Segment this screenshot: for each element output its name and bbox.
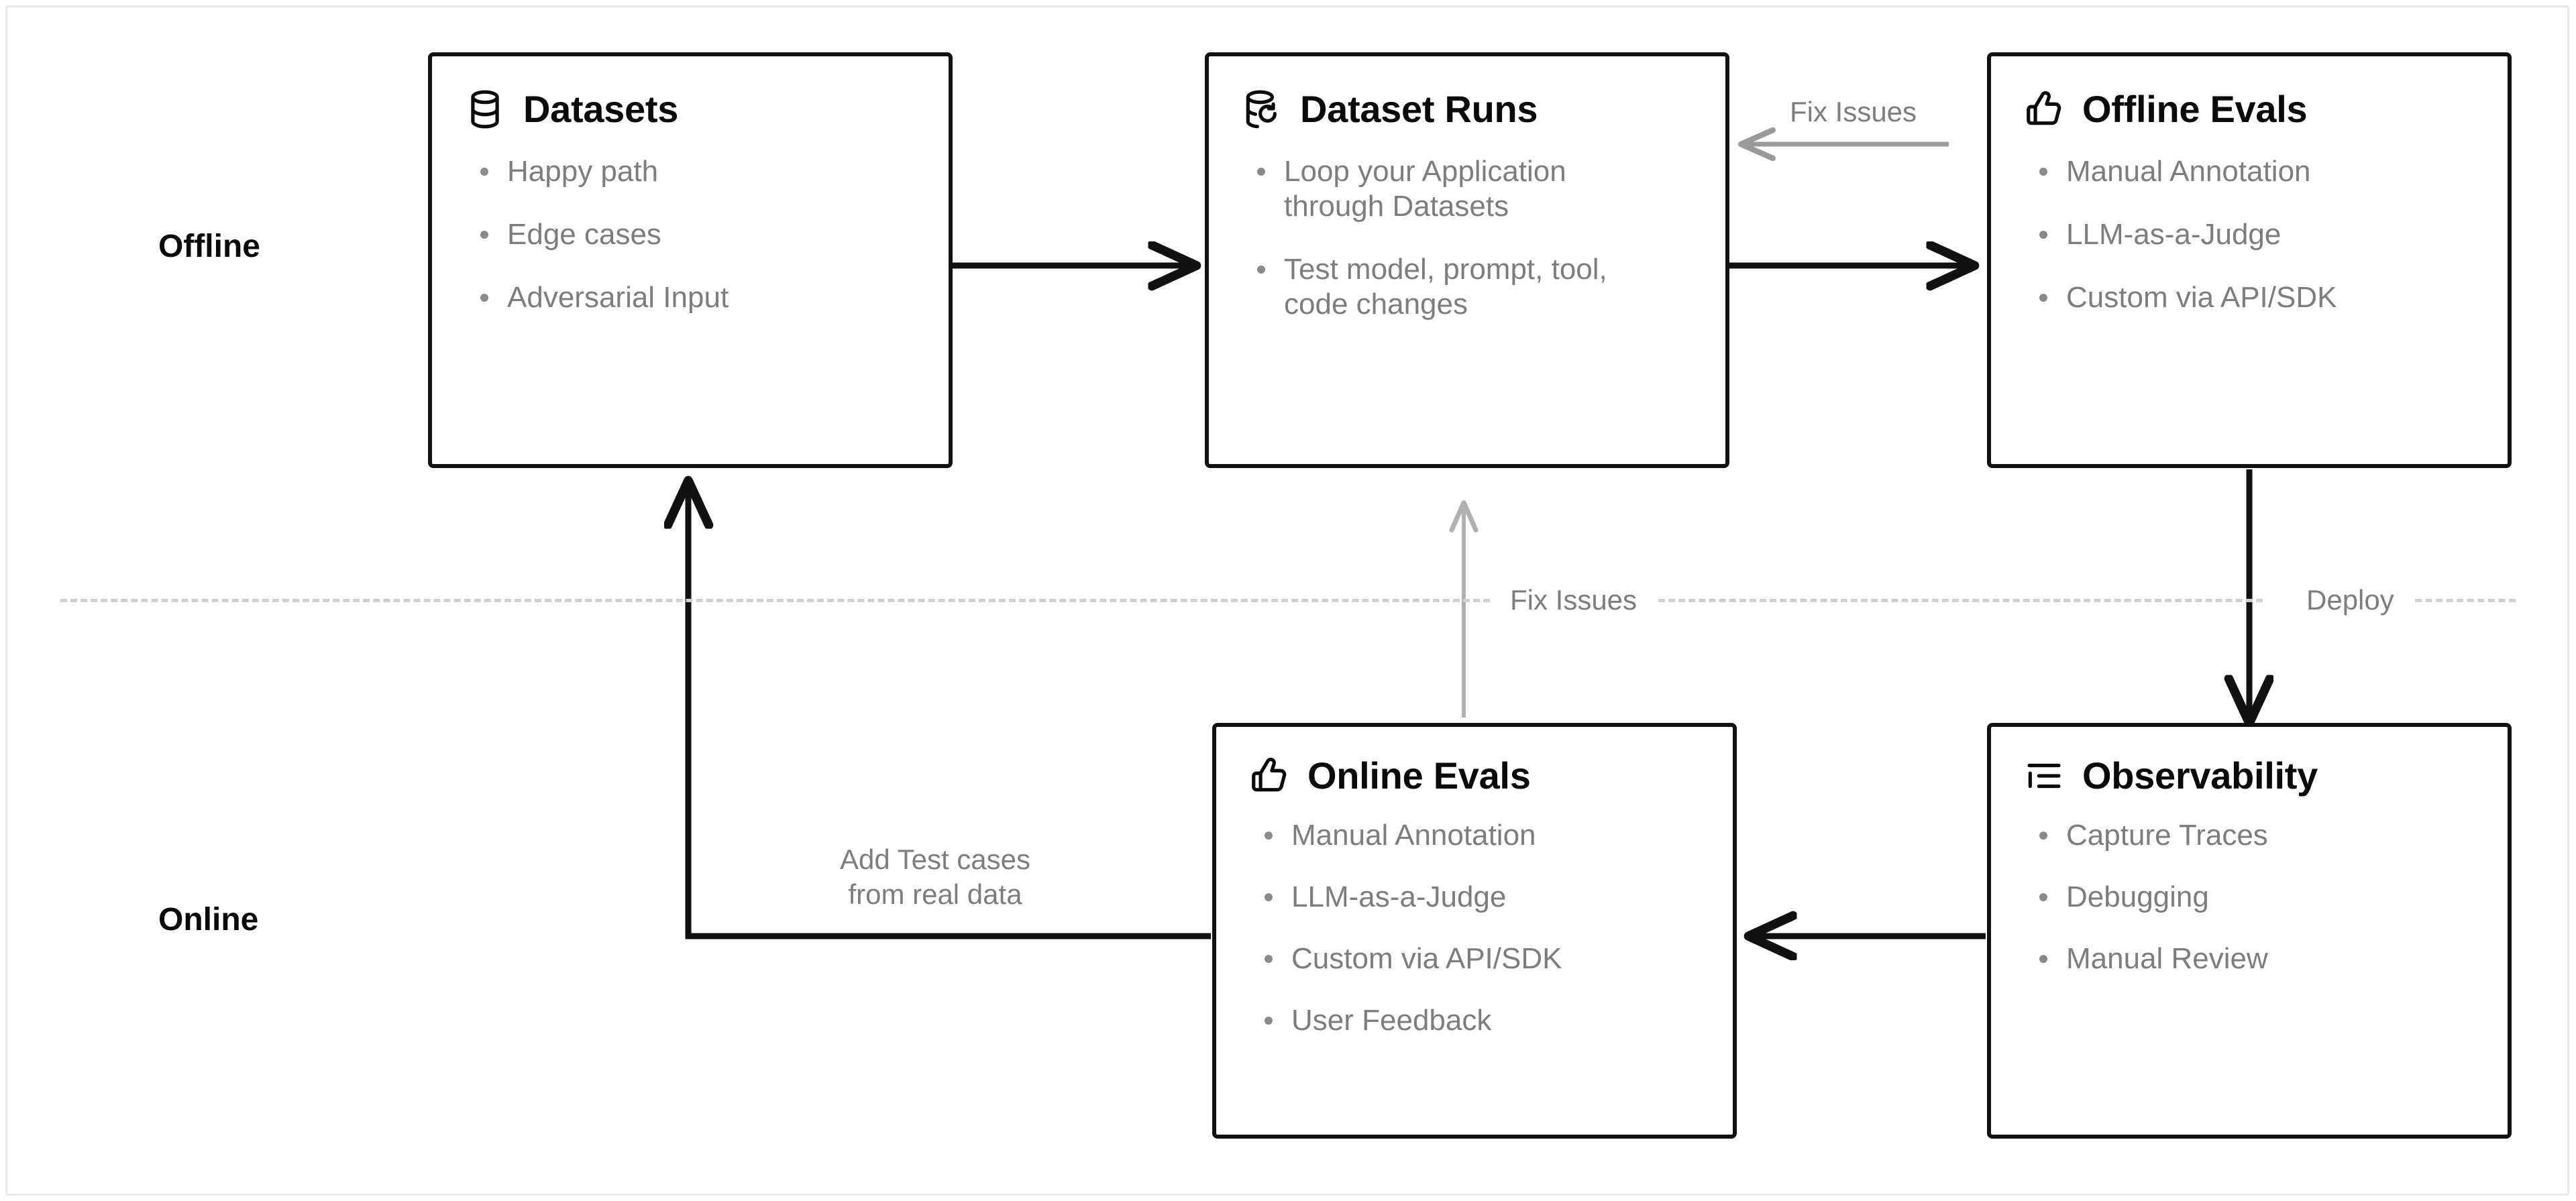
node-offline-evals-list: Manual Annotation LLM-as-a-Judge Custom …: [1991, 130, 2508, 315]
node-datasets-header: Datasets: [432, 56, 949, 130]
edge-label-add-test-cases-line1: Add Test cases: [839, 844, 1031, 875]
node-offline-evals[interactable]: Offline Evals Manual Annotation LLM-as-a…: [1987, 52, 2512, 468]
edge-label-add-test-cases-line2: from real data: [848, 878, 1022, 911]
thumbs-up-icon: [1248, 755, 1290, 797]
lane-label-offline: Offline: [158, 229, 260, 264]
node-dataset-runs-list: Loop your Application through Datasets T…: [1209, 130, 1725, 322]
list-item: Edge cases: [478, 217, 914, 252]
edge-label-fix-issues-middle: Fix Issues: [1501, 583, 1647, 618]
node-datasets[interactable]: Datasets Happy path Edge cases Adversari…: [428, 52, 953, 468]
list-item: Loop your Application through Datasets: [1254, 154, 1664, 224]
lane-divider-segment-mid: [1658, 599, 2263, 602]
lane-label-online: Online: [158, 902, 259, 937]
node-online-evals-title: Online Evals: [1307, 754, 1531, 797]
edge-label-add-test-cases: Add Test cases from real data: [814, 842, 1056, 913]
list-item: Manual Annotation: [1262, 818, 1698, 853]
lane-divider-segment-left: [60, 599, 1490, 602]
list-item: Manual Review: [2037, 941, 2473, 976]
list-item: Happy path: [478, 154, 914, 189]
list-item: Adversarial Input: [478, 280, 914, 315]
node-offline-evals-header: Offline Evals: [1991, 56, 2508, 130]
node-observability-list: Capture Traces Debugging Manual Review: [1991, 797, 2508, 976]
list-item: Test model, prompt, tool, code changes: [1254, 252, 1664, 322]
list-item: Debugging: [2037, 880, 2473, 915]
node-dataset-runs-header: Dataset Runs: [1209, 56, 1725, 130]
node-online-evals[interactable]: Online Evals Manual Annotation LLM-as-a-…: [1212, 723, 1737, 1139]
edge-label-fix-issues-top: Fix Issues: [1780, 95, 1927, 130]
node-offline-evals-title: Offline Evals: [2082, 88, 2308, 130]
list-item: LLM-as-a-Judge: [2037, 217, 2473, 252]
list-item: Capture Traces: [2037, 818, 2473, 853]
node-dataset-runs[interactable]: Dataset Runs Loop your Application throu…: [1205, 52, 1729, 468]
node-observability[interactable]: Observability Capture Traces Debugging M…: [1987, 723, 2512, 1139]
thumbs-up-icon: [2023, 89, 2065, 130]
database-icon: [464, 89, 506, 130]
node-dataset-runs-title: Dataset Runs: [1300, 88, 1538, 130]
list-tree-icon: [2023, 755, 2065, 797]
list-item: LLM-as-a-Judge: [1262, 880, 1698, 915]
node-datasets-title: Datasets: [523, 88, 679, 130]
node-observability-title: Observability: [2082, 754, 2318, 797]
list-item: Custom via API/SDK: [2037, 280, 2473, 315]
node-online-evals-list: Manual Annotation LLM-as-a-Judge Custom …: [1216, 797, 1733, 1038]
list-item: Manual Annotation: [2037, 154, 2473, 189]
edge-label-deploy: Deploy: [2297, 583, 2404, 618]
list-item: User Feedback: [1262, 1003, 1698, 1038]
list-item: Custom via API/SDK: [1262, 941, 1698, 976]
lane-divider-segment-right: [2415, 599, 2516, 602]
node-observability-header: Observability: [1991, 727, 2508, 797]
database-refresh-icon: [1241, 89, 1283, 130]
node-online-evals-header: Online Evals: [1216, 727, 1733, 797]
node-datasets-list: Happy path Edge cases Adversarial Input: [432, 130, 949, 315]
